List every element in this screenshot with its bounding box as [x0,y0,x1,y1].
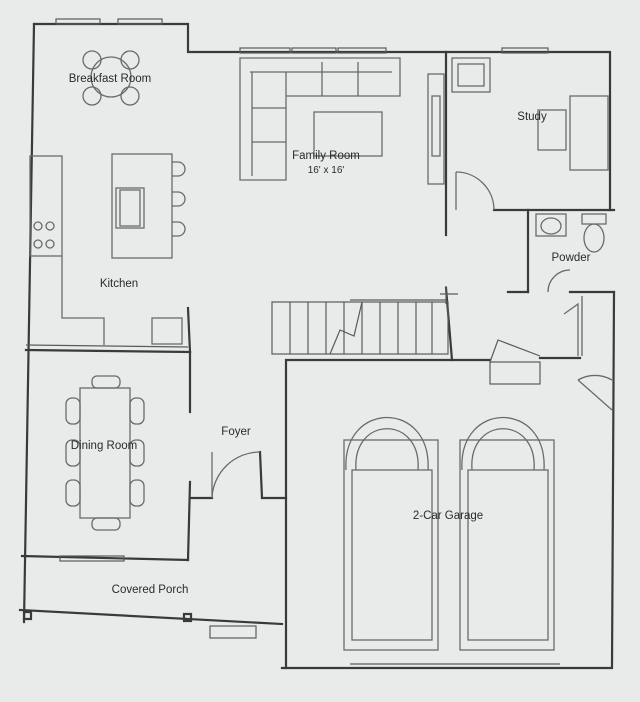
dining-table [65,375,145,531]
windows [55,18,549,639]
front-door [211,451,261,499]
label-family-room: Family Room [292,150,360,162]
breakfast-table [82,50,140,106]
label-dining-room: Dining Room [71,440,137,452]
powder-fixtures [535,213,607,293]
garage-steps [489,296,613,411]
family-room-furniture [239,57,445,185]
kitchen-fixtures [29,153,186,345]
label-kitchen: Kitchen [100,278,138,290]
label-powder: Powder [552,252,591,264]
label-covered-porch: Covered Porch [112,584,189,596]
study-furniture [451,57,609,211]
label-breakfast-room: Breakfast Room [69,73,151,85]
garage-cars [343,416,560,665]
interior-walls [20,50,616,670]
porch-posts [22,610,193,623]
room-labels: Breakfast Room Family Room 16' x 16' Stu… [69,73,591,596]
label-family-room-dims: 16' x 16' [308,165,345,176]
label-foyer: Foyer [221,426,251,438]
label-garage: 2-Car Garage [413,510,483,522]
staircase [271,286,458,355]
label-study: Study [517,111,547,123]
